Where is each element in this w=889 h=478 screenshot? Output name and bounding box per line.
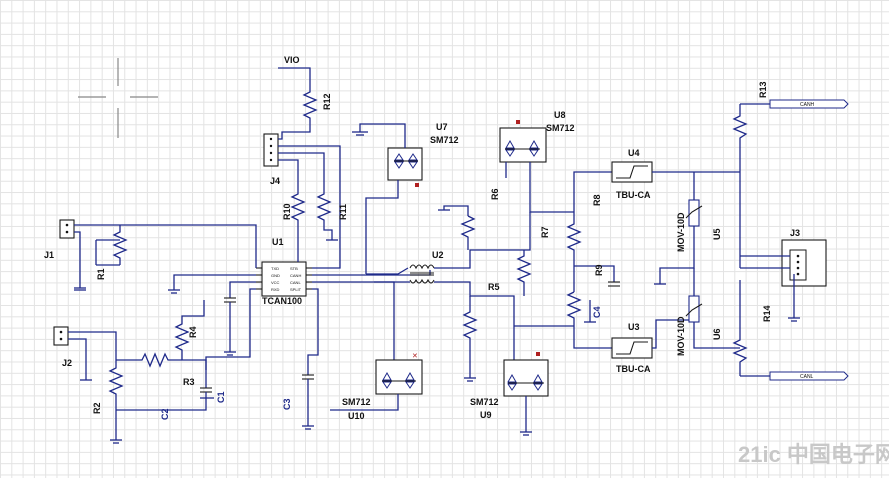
u1-pin-4: RXD xyxy=(271,287,280,292)
u3-part-label: TBU-CA xyxy=(616,364,651,374)
r9-designator: R9 xyxy=(594,264,604,276)
u5-designator: U5 xyxy=(712,228,722,240)
r9-resistor[interactable] xyxy=(566,291,612,349)
u1-pin-5: SPLIT xyxy=(290,287,302,292)
u8-tvs-diode[interactable] xyxy=(499,120,547,163)
r1-resistor[interactable] xyxy=(112,225,128,265)
j3-designator: J3 xyxy=(790,228,800,238)
crosshair-cursor xyxy=(78,58,158,138)
r7-resistor[interactable] xyxy=(516,250,532,296)
u4-tbu-protector[interactable] xyxy=(611,161,653,183)
j3-connector[interactable] xyxy=(781,239,827,287)
r4-resistor[interactable] xyxy=(174,300,205,360)
svg-text:✕: ✕ xyxy=(412,353,418,360)
u10-tvs-diode[interactable]: ✕ xyxy=(375,353,423,395)
u3-tbu-protector[interactable] xyxy=(611,337,653,359)
canl-label: CANL xyxy=(800,374,814,380)
u2-designator: U2 xyxy=(432,250,444,260)
watermark-logo: 21ic 中国电子网 xyxy=(738,442,889,467)
r14-resistor[interactable] xyxy=(732,280,748,376)
watermark-text: 21ic 中国电子网 xyxy=(738,442,889,467)
u1-part-label: TCAN100 xyxy=(262,296,302,306)
canh-label: CANH xyxy=(800,102,815,108)
vcc-decoupling-cap[interactable] xyxy=(224,297,236,303)
r11-resistor[interactable] xyxy=(316,190,333,240)
u6-mov-label: MOV-10D xyxy=(676,316,686,356)
u8-part-label: SM712 xyxy=(546,123,575,133)
u6-mov-varistor[interactable] xyxy=(685,268,740,349)
j4-designator: J4 xyxy=(270,176,280,186)
u9-designator: U9 xyxy=(480,410,492,420)
u1-designator: U1 xyxy=(272,237,284,247)
j1-designator: J1 xyxy=(44,250,54,260)
j2-connector[interactable] xyxy=(53,326,69,346)
u1-pin-2: GND xyxy=(271,273,280,278)
vio-net-label: VIO xyxy=(284,55,300,65)
c3-capacitor[interactable] xyxy=(302,374,314,380)
u1-transceiver[interactable]: TXD GND VCC RXD STB CANH CANL SPLIT xyxy=(256,261,312,297)
j2-designator: J2 xyxy=(62,358,72,368)
c1-designator: C1 xyxy=(216,391,226,403)
r12-designator: R12 xyxy=(322,93,332,110)
r8-resistor[interactable] xyxy=(566,212,582,292)
r14-designator: R14 xyxy=(762,305,772,322)
u4-designator: U4 xyxy=(628,148,640,158)
u1-pin-1: TXD xyxy=(271,266,279,271)
u1-pin-8: STB xyxy=(290,266,298,271)
r7-designator: R7 xyxy=(540,226,550,238)
r2-resistor[interactable] xyxy=(108,360,124,408)
r13-resistor[interactable] xyxy=(732,104,748,268)
r13-designator: R13 xyxy=(758,81,768,98)
c4-designator: C4 xyxy=(592,306,602,318)
r-series-top[interactable] xyxy=(460,215,476,250)
j4-connector[interactable] xyxy=(263,133,279,167)
u10-part-label: SM712 xyxy=(342,397,371,407)
u4-part-label: TBU-CA xyxy=(616,190,651,200)
canl-net-flag: CANL xyxy=(769,371,849,381)
u9-tvs-diode[interactable] xyxy=(503,352,549,397)
u1-pin-7: CANH xyxy=(290,273,301,278)
u7-tvs-diode[interactable] xyxy=(387,147,423,187)
r10-designator: R10 xyxy=(282,203,292,220)
r2-designator: R2 xyxy=(92,402,102,414)
u1-pin-6: CANL xyxy=(290,280,301,285)
c1-capacitor[interactable] xyxy=(200,387,212,393)
u9-part-label: SM712 xyxy=(470,397,499,407)
u8-designator: U8 xyxy=(554,110,566,120)
u3-designator: U3 xyxy=(628,322,640,332)
c2-designator: C2 xyxy=(160,408,170,420)
r3-resistor[interactable] xyxy=(116,352,182,368)
u7-part-label: SM712 xyxy=(430,135,459,145)
r6-designator: R6 xyxy=(490,188,500,200)
r3-designator: R3 xyxy=(183,377,195,387)
r11-designator: R11 xyxy=(338,204,348,220)
r12-resistor[interactable] xyxy=(302,86,318,124)
c3-designator: C3 xyxy=(282,398,292,410)
r4-designator: R4 xyxy=(188,326,198,338)
r5-designator: R5 xyxy=(488,282,500,292)
r5-resistor[interactable] xyxy=(462,296,478,378)
u7-designator: U7 xyxy=(436,122,448,132)
r1-designator: R1 xyxy=(96,268,106,280)
u5-mov-varistor[interactable] xyxy=(659,172,703,284)
j1-connector[interactable] xyxy=(59,219,75,239)
u5-mov-label: MOV-10D xyxy=(676,212,686,252)
u6-designator: U6 xyxy=(712,328,722,340)
canh-net-flag: CANH xyxy=(769,99,849,109)
u2-common-mode-choke[interactable] xyxy=(409,264,435,284)
c4-capacitor[interactable] xyxy=(608,281,620,287)
r10-resistor[interactable] xyxy=(290,190,306,226)
r8-designator: R8 xyxy=(592,194,602,206)
u10-designator: U10 xyxy=(348,411,365,421)
u1-pin-3: VCC xyxy=(271,280,280,285)
